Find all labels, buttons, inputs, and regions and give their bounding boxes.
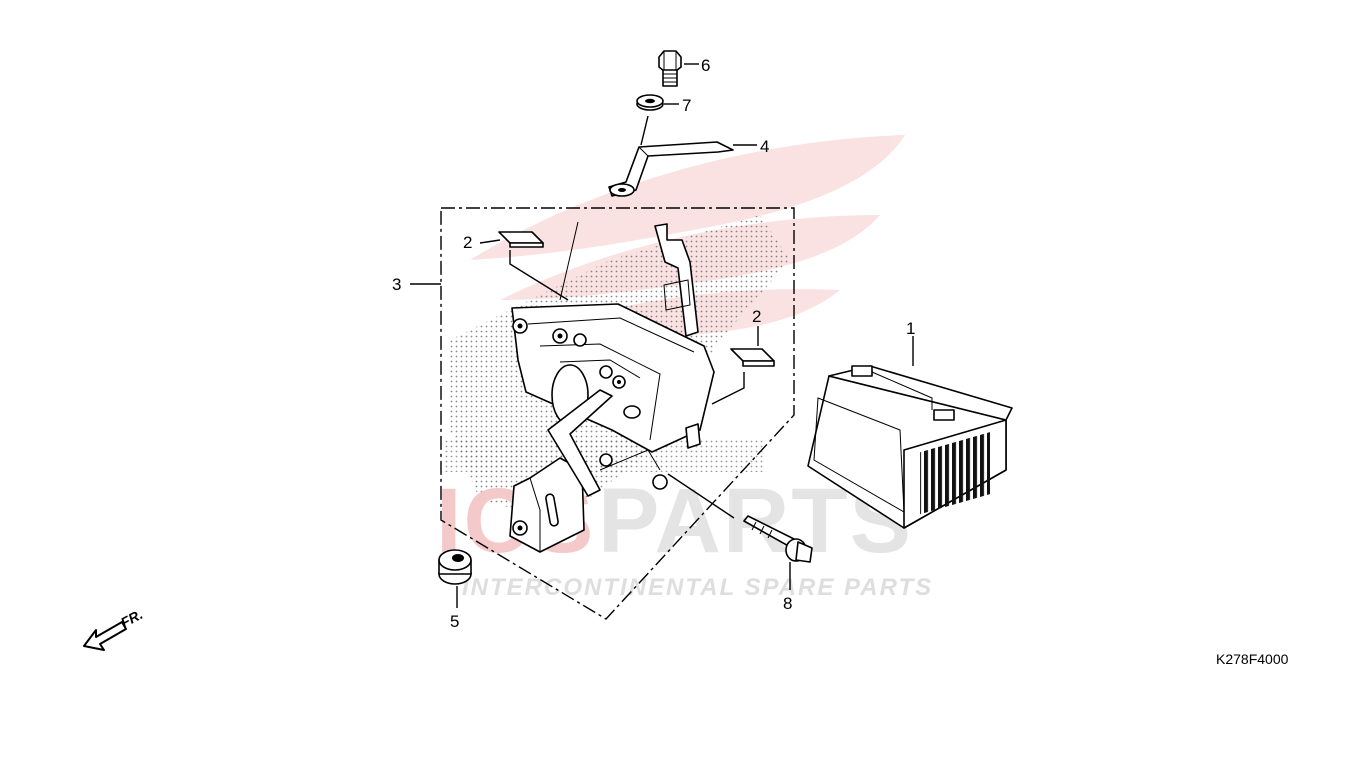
watermark-tagline: INTERCONTINENTAL SPARE PARTS — [462, 574, 933, 601]
part-2-pad-lower — [730, 348, 775, 367]
callout-4: 4 — [760, 137, 769, 156]
callout-7: 7 — [682, 96, 691, 115]
callout-8: 8 — [783, 594, 792, 613]
callout-1: 1 — [906, 319, 915, 338]
front-arrow-icon — [83, 621, 127, 651]
front-direction-indicator: FR. — [83, 606, 145, 651]
part-3-battery-tray — [509, 221, 715, 553]
part-1-battery — [807, 365, 1013, 529]
part-8-flange-bolt — [667, 473, 813, 563]
drawing-code: K278F4000 — [1216, 651, 1289, 667]
part-6-bolt — [658, 50, 682, 87]
assembly-boundary — [440, 207, 795, 620]
callout-3: 3 — [392, 275, 401, 294]
leader-lines — [410, 63, 914, 608]
callout-2-upper: 2 — [463, 233, 472, 252]
callout-5: 5 — [450, 612, 459, 631]
callout-6: 6 — [701, 56, 710, 75]
part-4-stay — [608, 115, 734, 197]
callout-2-lower: 2 — [752, 307, 761, 326]
part-7-washer — [636, 94, 664, 111]
part-2-pad-upper — [498, 231, 544, 248]
part-5-grommet — [438, 549, 472, 585]
